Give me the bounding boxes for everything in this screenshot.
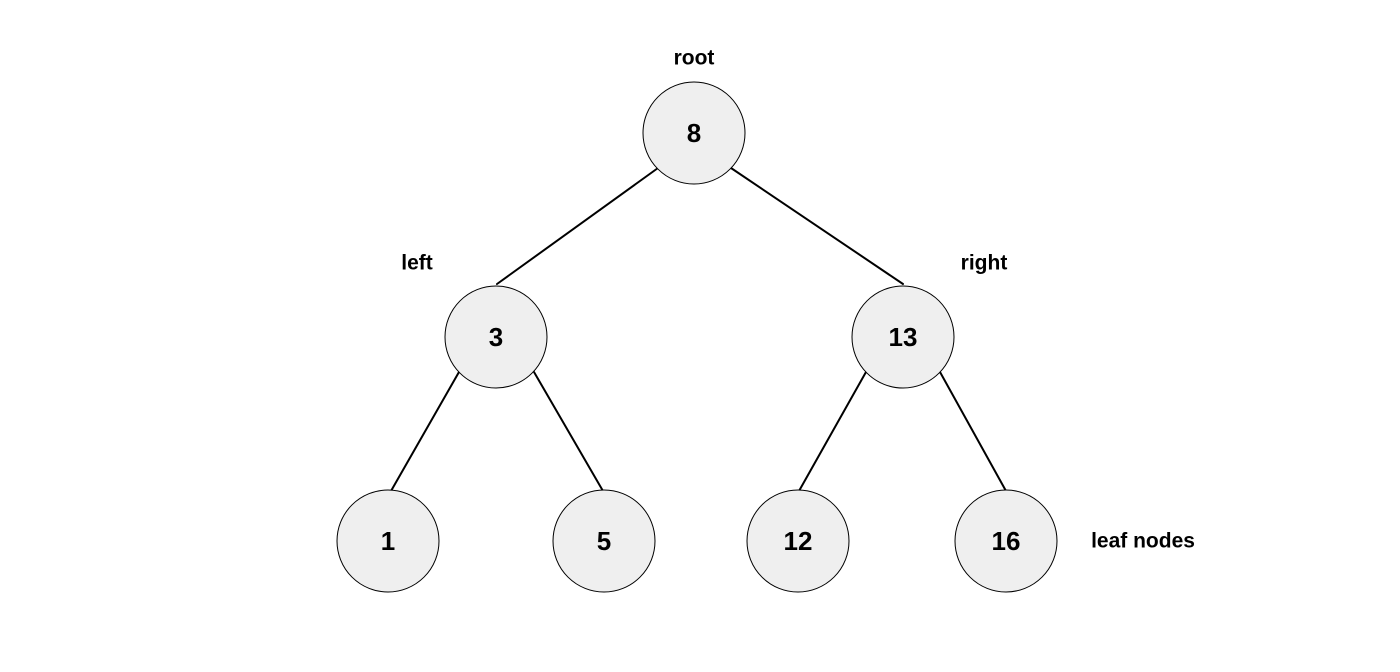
node-value: 8 (687, 118, 701, 148)
edges (390, 167, 1007, 492)
node-circle (336, 489, 440, 593)
tree-node-13: 13 (851, 285, 955, 389)
tree-node-3: 3 (444, 285, 548, 389)
node-circle (851, 285, 955, 389)
node-value: 12 (784, 526, 813, 556)
node-circle (642, 81, 746, 185)
leaf-nodes-label: leaf nodes (1091, 530, 1195, 553)
node-value: 3 (489, 322, 503, 352)
node-value: 13 (889, 322, 918, 352)
tree-node-1: 1 (336, 489, 440, 593)
left-label: left (401, 252, 433, 275)
right-label: right (961, 252, 1008, 275)
node-value: 1 (381, 526, 395, 556)
root-label: root (674, 47, 715, 70)
tree-node-12: 12 (746, 489, 850, 593)
node-value: 5 (597, 526, 611, 556)
tree-node-16: 16 (954, 489, 1058, 593)
edge-8-3 (496, 167, 659, 285)
edge-8-13 (730, 167, 904, 285)
node-value: 16 (992, 526, 1021, 556)
edge-13-16 (939, 371, 1007, 492)
tree-node-8: 8 (642, 81, 746, 185)
node-circle (746, 489, 850, 593)
edge-13-12 (798, 371, 867, 492)
edge-3-1 (390, 371, 460, 492)
tree-node-5: 5 (552, 489, 656, 593)
edge-3-5 (533, 371, 604, 492)
node-circle (552, 489, 656, 593)
node-circle (954, 489, 1058, 593)
node-circle (444, 285, 548, 389)
